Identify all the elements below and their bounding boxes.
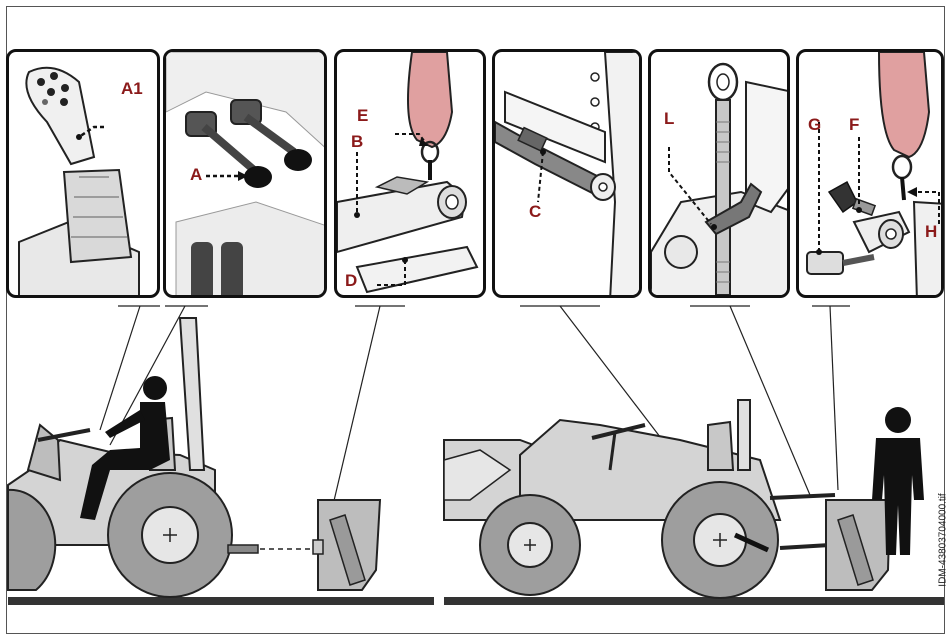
implement-left [313, 500, 380, 590]
label-c: C [529, 202, 541, 222]
figure-id-vertical: IDM-43803704000.tif [937, 470, 949, 610]
ground-left [8, 597, 434, 605]
panel-levers: A [163, 49, 327, 298]
panel-pins: G F H [796, 49, 944, 298]
label-g: G [808, 115, 821, 135]
label-b: B [351, 132, 363, 152]
label-a: A [190, 165, 202, 185]
label-d: D [345, 271, 357, 291]
panel-drawbar: C [492, 49, 642, 298]
label-h: H [925, 222, 937, 242]
hitch-pin-illustration [337, 52, 486, 298]
label-e: E [357, 106, 368, 126]
label-l: L [664, 109, 674, 129]
panel-stabilizer: L [648, 49, 790, 298]
implement-right [826, 500, 890, 590]
figure-id-text: IDM-43803704000.tif [938, 493, 949, 586]
drawbar-illustration [495, 52, 642, 298]
label-a1: A1 [121, 79, 143, 99]
panel-joystick: A1 [6, 49, 160, 298]
stabilizer-illustration [651, 52, 790, 298]
tractor-left [8, 318, 310, 597]
label-f: F [849, 115, 859, 135]
ground-right [444, 597, 944, 605]
panel-hitch-pin: E B D [334, 49, 486, 298]
pins-illustration [799, 52, 944, 298]
tractor-right [444, 400, 835, 598]
